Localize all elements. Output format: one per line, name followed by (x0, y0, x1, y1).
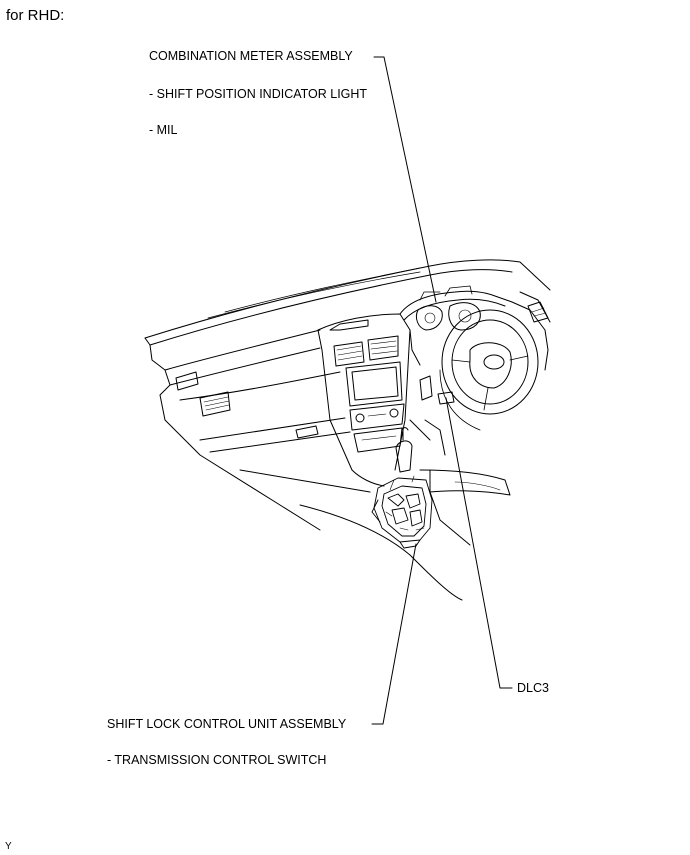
leader-lines (371, 56, 513, 725)
driver-dash-right (409, 291, 551, 456)
passenger-dash-outline (149, 329, 463, 601)
shift-lock-unit-drawing (371, 475, 433, 549)
label-shift-position-indicator-light: - SHIFT POSITION INDICATOR LIGHT (149, 87, 368, 101)
label-shift-lock-control-unit-assembly: SHIFT LOCK CONTROL UNIT ASSEMBLY (107, 717, 347, 731)
label-combination-meter-assembly: COMBINATION METER ASSEMBLY (149, 49, 353, 63)
steering-wheel-drawing (439, 309, 539, 431)
center-stack-outline (317, 313, 413, 473)
figure-code: Y (5, 841, 12, 852)
dashboard-top-outline (144, 259, 551, 346)
console-outline (351, 469, 511, 546)
meter-hood-outline (399, 285, 513, 366)
label-mil: - MIL (149, 123, 178, 137)
label-transmission-control-switch: - TRANSMISSION CONTROL SWITCH (107, 753, 327, 767)
diagram-heading: for RHD: (6, 7, 65, 24)
label-dlc3: DLC3 (517, 681, 549, 695)
